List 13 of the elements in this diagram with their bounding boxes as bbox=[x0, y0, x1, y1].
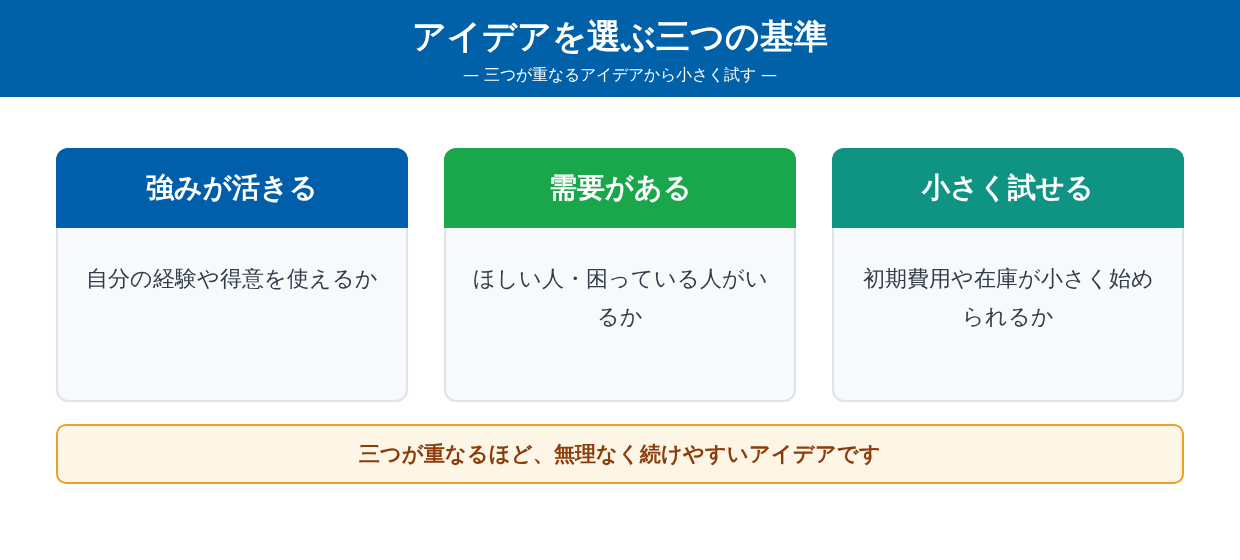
summary-text: 三つが重なるほど、無理なく続けやすいアイデアです bbox=[359, 441, 881, 468]
card-text: ほしい人・困っている人がいるか bbox=[471, 265, 769, 331]
subtitle: — 三つが重なるアイデアから小さく試す — bbox=[461, 64, 779, 86]
title: アイデアを選ぶ三つの基準 bbox=[411, 15, 829, 58]
summary-box bbox=[56, 424, 1184, 484]
card-text: 自分の経験や得意を使えるか bbox=[85, 265, 379, 293]
card-heading: 小さく試せる bbox=[832, 148, 1184, 228]
card-heading: 強みが活きる bbox=[56, 148, 408, 228]
criterion-card bbox=[832, 148, 1184, 402]
criterion-card bbox=[444, 148, 796, 402]
criterion-card bbox=[56, 148, 408, 402]
card-text: 初期費用や在庫が小さく始められるか bbox=[861, 265, 1155, 331]
card-heading: 需要がある bbox=[444, 148, 796, 228]
